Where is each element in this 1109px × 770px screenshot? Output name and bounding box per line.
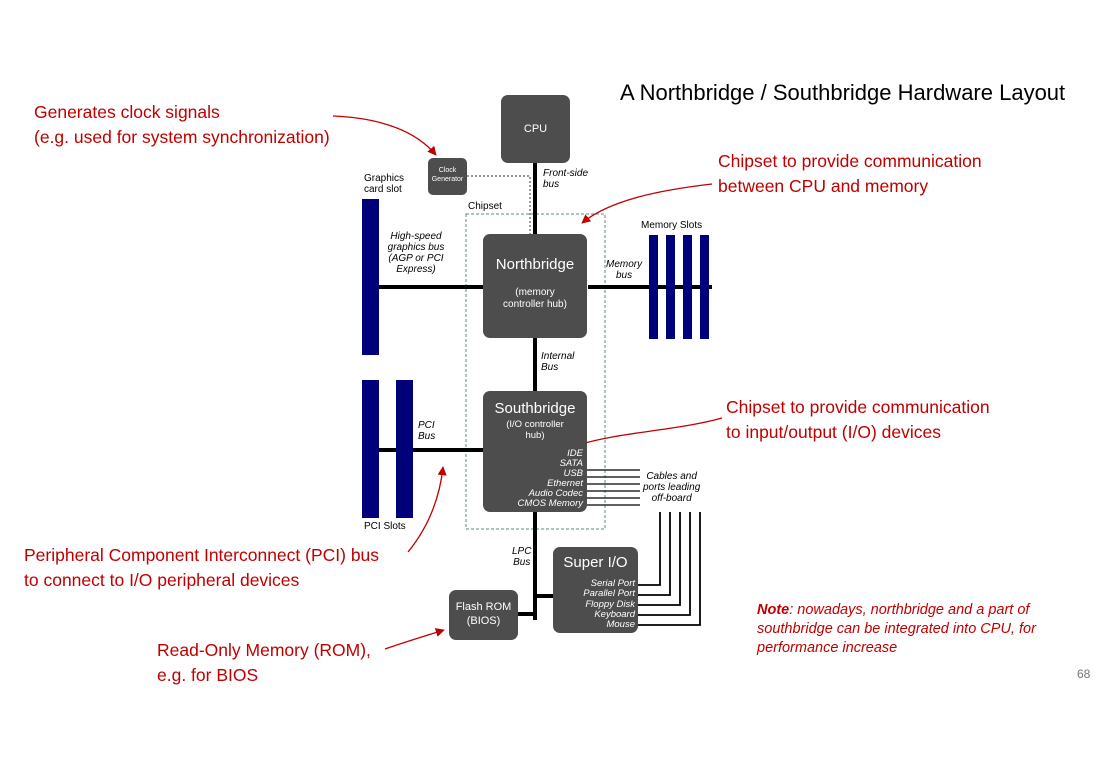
internal-bus-label: Internal Bus [541,351,574,373]
port-audio-codec: Audio Codec [528,488,583,499]
slide-title: A Northbridge / Southbridge Hardware Lay… [620,80,1066,105]
callout-pci-line2: to connect to I/O peripheral devices [24,570,300,590]
callout-chipset-memory-line1: Chipset to provide communication [718,151,982,171]
callout-pci: Peripheral Component Interconnect (PCI) … [24,543,379,593]
lpc-bus-line1: LPC [512,546,532,557]
superio-cables [637,512,701,626]
arrow-pci [407,466,447,553]
port-sata: SATA [559,458,583,469]
arrow-clock [332,115,437,156]
callout-clock-line2: (e.g. used for system synchronization) [34,127,330,147]
hs-bus-line4: Express) [396,264,436,275]
cables-line3: off-board [651,493,692,504]
arrow-chipset-mem [581,183,713,224]
port-keyboard: Keyboard [594,608,635,620]
hs-bus-line2: graphics bus [387,242,445,253]
port-cmos-memory: CMOS Memory [517,498,583,509]
page-number: 68 [1077,667,1091,681]
clock-link [467,175,531,234]
memory-slot [700,235,709,339]
pci-slot [396,380,413,518]
port-mouse: Mouse [606,619,635,631]
callout-rom: Read-Only Memory (ROM), e.g. for BIOS [157,638,371,688]
callout-chipset-memory-line2: between CPU and memory [718,176,929,196]
fsb-line2: bus [543,179,560,190]
super-io-box: Super I/O Serial Port Parallel Port Flop… [553,547,638,633]
pci-bus-line1: PCI [418,420,435,431]
arrow-rom [384,628,445,650]
note: Note: nowadays, northbridge and a part o… [757,601,1077,658]
memory-slot [649,235,658,339]
port-ethernet: Ethernet [547,478,583,489]
northbridge-sub2: controller hub) [503,299,567,310]
southbridge-cables [587,469,640,506]
pci-bus-line2: Bus [418,431,436,442]
northbridge-box: Northbridge (memory controller hub) [483,234,587,338]
clock-label-line1: Clock [438,167,457,174]
clock-generator-box: Clock Generator [428,158,467,195]
port-serial: Serial Port [590,578,635,589]
graphics-slot-line2: card slot [364,184,402,195]
memory-bus-line1: Memory [606,259,643,270]
memory-slots-label: Memory Slots [641,220,703,231]
note-label: Note [757,602,790,618]
port-ide: IDE [567,448,583,459]
clock-label-line2: Generator [431,176,464,183]
memory-bus-line2: bus [616,270,633,281]
chipset-boundary [465,213,606,530]
cpu-box: CPU [501,95,570,163]
internal-bus-line2: Bus [541,362,559,373]
lpc-bus-label: LPC Bus [512,546,531,568]
pci-slot [362,380,379,518]
flash-rom-line2: (BIOS) [466,615,501,627]
hs-bus-line1: High-speed [390,231,442,242]
cpu-label: CPU [523,123,548,135]
southbridge-ports: IDE SATA USB Ethernet Audio Codec CMOS M… [518,449,583,509]
callout-rom-line2: e.g. for BIOS [157,665,259,685]
callout-clock-line1: Generates clock signals [34,102,220,122]
internal-bus-line1: Internal [541,351,575,362]
southbridge-sub1: (I/O controller [506,419,564,430]
callout-chipset-io-line2: to input/output (I/O) devices [726,422,941,442]
front-side-bus-label: Front-side bus [543,168,588,190]
callout-pci-line1: Peripheral Component Interconnect (PCI) … [24,545,380,565]
memory-slot [683,235,692,339]
graphics-card-slot [362,199,379,355]
cables-line1: Cables and [646,471,697,482]
callout-chipset-io: Chipset to provide communication to inpu… [726,395,990,445]
lpc-bus-line2: Bus [513,557,531,568]
southbridge-box: Southbridge (I/O controller hub) IDE SAT… [483,391,587,512]
memory-slot [666,235,675,339]
high-speed-bus-label: High-speed graphics bus (AGP or PCI Expr… [380,231,452,275]
southbridge-sub2: hub) [525,430,545,441]
cables-line2: ports leading [643,482,701,493]
northbridge-title: Northbridge [495,256,575,273]
southbridge-title: Southbridge [494,400,576,417]
hs-bus-line3: (AGP or PCI [388,253,444,264]
chipset-label: Chipset [468,201,502,212]
graphics-slot-line1: Graphics [364,173,405,184]
arrow-chipset-io [577,417,723,447]
memory-bus-label: Memory bus [606,259,642,281]
fsb-line1: Front-side [543,168,589,179]
note-text: : nowadays, northbridge and a part of so… [757,602,1036,656]
callout-chipset-memory: Chipset to provide communication between… [718,149,982,199]
callout-clock: Generates clock signals (e.g. used for s… [34,100,330,150]
port-usb: USB [563,468,583,479]
pci-slots-label: PCI Slots [364,521,406,532]
flash-rom-line1: Flash ROM [455,601,512,613]
flash-rom-box: Flash ROM (BIOS) [449,590,518,640]
super-io-ports: Serial Port Parallel Port Floppy Disk Ke… [583,578,635,631]
port-parallel: Parallel Port [583,588,635,600]
port-floppy-disk: Floppy Disk [585,598,635,610]
cables-label: Cables and ports leading off-board [643,471,700,504]
graphics-slot-label: Graphics card slot [364,173,404,195]
callout-chipset-io-line1: Chipset to provide communication [726,397,990,417]
callout-rom-line1: Read-Only Memory (ROM), [157,640,371,660]
northbridge-sub1: (memory [515,287,555,298]
super-io-title: Super I/O [563,554,628,571]
pci-bus-label: PCI Bus [418,420,435,442]
